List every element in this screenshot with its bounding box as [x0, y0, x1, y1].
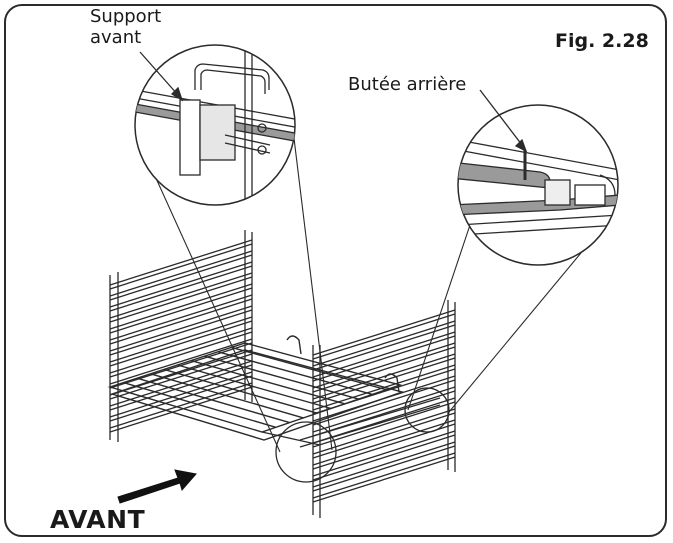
left-side-rails	[109, 230, 253, 442]
front-support-label: Support avant	[90, 6, 162, 48]
magnifier-lines	[149, 129, 601, 453]
wire-shelf	[107, 335, 441, 448]
front-direction-arrow	[117, 469, 197, 504]
front-direction-label: AVANT	[50, 505, 146, 534]
figure-number: Fig. 2.28	[555, 30, 649, 52]
right-side-rails	[312, 300, 456, 518]
rear-stop-detail	[458, 139, 618, 236]
front-support-highlight	[275, 421, 337, 483]
front-support-detail	[135, 45, 295, 205]
rear-stop-highlight	[404, 387, 450, 433]
rear-stop-label: Butée arrière	[348, 74, 467, 95]
callout-pointers	[139, 51, 528, 153]
